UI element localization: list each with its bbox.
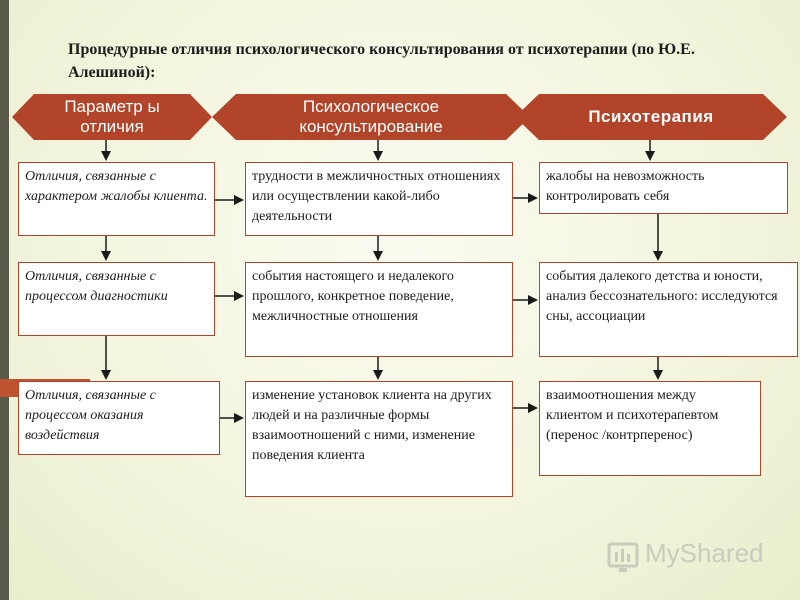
header-parameter: Параметр ы отличия [12,94,212,140]
row-2-counseling: события настоящего и недалекого прошлого… [245,262,513,357]
row-3-therapy: взаимоотношения между клиентом и психоте… [539,381,761,476]
watermark-text: MyShared [645,538,764,568]
left-sidebar-bar [0,0,9,600]
row-1-counseling: трудности в межличностных отношениях или… [245,162,513,236]
watermark-logo-icon [607,542,639,572]
row-3-parameter: Отличия, связанные с процессом оказания … [18,381,220,455]
page-title: Процедурные отличия психологического кон… [68,41,695,81]
row-1-therapy: жалобы на невозможность контролировать с… [539,162,788,214]
header-parameter-label: Параметр ы отличия [64,97,160,136]
row-1-parameter: Отличия, связанные с характером жалобы к… [18,162,215,236]
row-2-therapy: события далекого детства и юности, анали… [539,262,798,357]
header-therapy-label: Психотерапия [588,107,714,126]
row-3-counseling: изменение установок клиента на других лю… [245,381,513,497]
header-counseling: Психологическое консультирование [212,94,530,140]
header-therapy: Психотерапия [515,94,787,140]
header-counseling-label: Психологическое консультирование [299,97,443,136]
row-2-parameter: Отличия, связанные с процессом диагности… [18,262,215,336]
